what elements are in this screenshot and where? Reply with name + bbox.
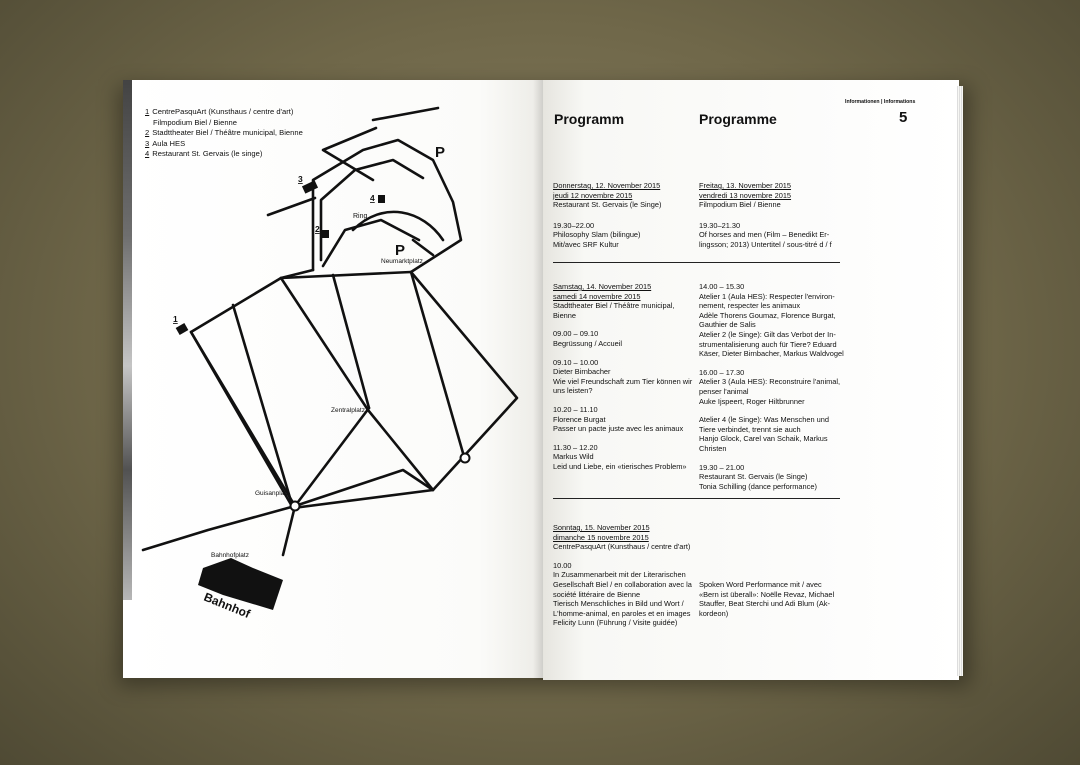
day2-saturday-afternoon: 14.00 – 15.30 Atelier 1 (Aula HES): Resp… — [699, 282, 844, 491]
venue-marker-4 — [378, 195, 385, 203]
marker-number: 1 — [173, 314, 178, 324]
place-label: Guisanplatz — [255, 490, 289, 497]
marker-number: 4 — [370, 193, 375, 203]
section-divider — [553, 498, 840, 499]
roundabout-icon — [289, 500, 301, 512]
place-label: Ring — [353, 213, 368, 220]
page-edge-strip — [123, 80, 132, 600]
venue-marker-3 — [301, 180, 319, 194]
marker-number: 2 — [315, 224, 320, 234]
venue-marker-1 — [175, 323, 189, 335]
page-number: 5 — [899, 109, 908, 126]
day1-friday: Freitag, 13. November 2015 vendredi 13 n… — [699, 181, 832, 249]
parking-icon: P — [435, 144, 445, 161]
day3-sunday-performance: Spoken Word Performance mit / avec «Bern… — [699, 580, 835, 618]
page-title-fr: Programme — [699, 111, 777, 127]
venue-marker-2 — [321, 230, 329, 238]
station-building-icon — [198, 558, 283, 610]
section-divider — [553, 262, 840, 263]
place-label: Neumarktplatz — [381, 258, 423, 265]
parking-icon: P — [395, 242, 405, 259]
city-map: 1 2 3 4 P P Neumarktplatz Ring Zentralpl… — [141, 106, 519, 621]
day3-sunday: Sonntag, 15. November 2015 dimanche 15 n… — [553, 523, 692, 628]
venue-markers — [175, 180, 385, 335]
day2-saturday: Samstag, 14. November 2015 samedi 14 nov… — [553, 282, 693, 471]
page-title-de: Programm — [554, 111, 625, 127]
map-streets — [141, 106, 519, 557]
section-label: Informationen | Informations — [845, 99, 916, 105]
roundabout-icon — [459, 452, 471, 464]
day1-thursday: Donnerstag, 12. November 2015 jeudi 12 n… — [553, 181, 662, 249]
marker-number: 3 — [298, 174, 303, 184]
place-label: Bahnhofplatz — [211, 552, 249, 559]
legend-item: Filmpodium Biel / Bienne — [153, 117, 237, 127]
place-label: Zentralplatz — [331, 407, 365, 414]
page-edges — [957, 86, 963, 676]
right-page: Informationen | Informations Programm Pr… — [543, 80, 959, 680]
